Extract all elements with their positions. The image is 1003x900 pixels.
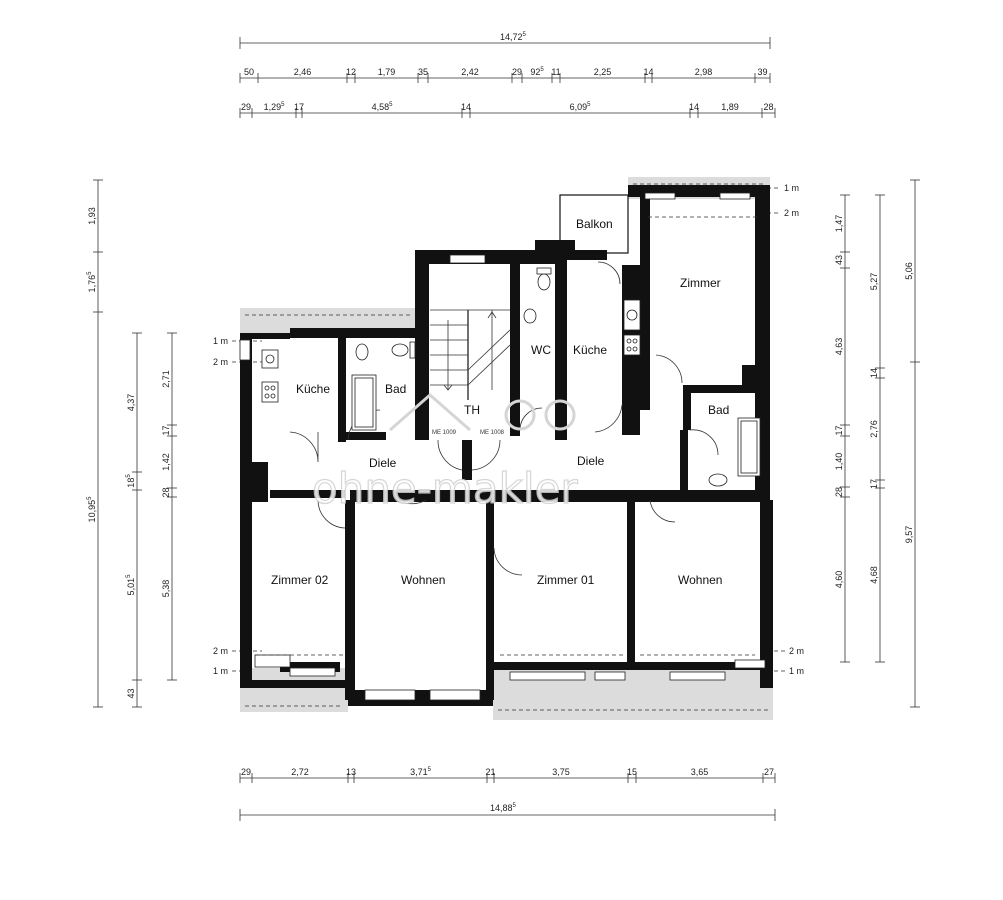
room-labels: Balkon Zimmer Küche Bad TH WC Küche Bad … bbox=[271, 217, 729, 587]
dimension-label: 5,27 bbox=[869, 273, 879, 291]
level-mark: 1 m bbox=[213, 666, 228, 676]
dimension-label: 2,98 bbox=[695, 67, 713, 77]
room-label-bad-left: Bad bbox=[385, 382, 406, 396]
dimension-label: 1,765 bbox=[87, 271, 97, 293]
dimension-label: 12 bbox=[346, 67, 356, 77]
dimension-label: 2,72 bbox=[291, 767, 309, 777]
dimension-label: 13 bbox=[346, 767, 356, 777]
dimension-label: 17 bbox=[834, 425, 844, 435]
room-label-wc: WC bbox=[531, 343, 551, 357]
dimension-label: 2,46 bbox=[294, 67, 312, 77]
room-label-bad-right: Bad bbox=[708, 403, 729, 417]
level-mark: 2 m bbox=[213, 646, 228, 656]
dimension-label: 43 bbox=[126, 688, 136, 698]
dimension-label: 2,25 bbox=[594, 67, 612, 77]
level-mark: 2 m bbox=[213, 357, 228, 367]
dimension-label: 2,71 bbox=[161, 370, 171, 388]
dimension-label: 29 bbox=[241, 767, 251, 777]
unit-label-me1009: ME 1009 bbox=[432, 430, 457, 436]
dimension-label: 5,06 bbox=[904, 262, 914, 280]
dimension-label: 1,79 bbox=[378, 67, 396, 77]
dimension-label: 1,89 bbox=[721, 102, 739, 112]
doors bbox=[289, 261, 719, 576]
dimension-label: 9,57 bbox=[904, 526, 914, 544]
dimension-label: 50 bbox=[244, 67, 254, 77]
staircase bbox=[430, 309, 511, 400]
left-dimension-chains: 1,93 1,765 10,955 4,37 185 5,015 43 2,71 17 1,4… bbox=[87, 179, 177, 708]
dimension-label: 4,68 bbox=[869, 566, 879, 584]
room-label-zimmer: Zimmer bbox=[680, 276, 721, 290]
dimension-label: 4,63 bbox=[834, 338, 844, 356]
dimension-label: 1,40 bbox=[834, 453, 844, 471]
dimension-label: 14 bbox=[869, 368, 879, 378]
dimension-label: 3,65 bbox=[691, 767, 709, 777]
dimension-label: 2,42 bbox=[461, 67, 479, 77]
dimension-label: 14 bbox=[643, 67, 653, 77]
room-label-kuche-left: Küche bbox=[296, 382, 330, 396]
room-label-wohnen-left: Wohnen bbox=[401, 573, 445, 587]
dimension-label: 14 bbox=[461, 102, 471, 112]
balcony bbox=[559, 194, 629, 254]
dimension-label: 28 bbox=[834, 487, 844, 497]
windows bbox=[239, 192, 766, 701]
dimension-label: 3,75 bbox=[552, 767, 570, 777]
dimension-label: 10,955 bbox=[87, 496, 97, 523]
dimension-label: 3,715 bbox=[410, 767, 432, 777]
dimension-label: 29 bbox=[512, 67, 522, 77]
watermark-text: ohne-makler bbox=[312, 464, 578, 513]
dimension-label: 21 bbox=[485, 767, 495, 777]
dimension-label: 2,76 bbox=[869, 420, 879, 438]
dimension-label: 4,37 bbox=[126, 394, 136, 412]
dimension-label: 1,295 bbox=[264, 102, 286, 112]
dimension-label: 15 bbox=[627, 767, 637, 777]
dimension-label: 39 bbox=[757, 67, 767, 77]
top-dimension-chains: 14,725 50 2,46 12 1,79 35 2,42 29 925 11 2,25 14 2,… bbox=[239, 32, 776, 118]
walls bbox=[240, 185, 773, 706]
dimension-label: 29 bbox=[241, 102, 251, 112]
dim-bottom-total: 14,885 bbox=[490, 803, 517, 813]
dimension-label: 1,93 bbox=[87, 207, 97, 225]
dimension-label: 35 bbox=[418, 67, 428, 77]
dimension-label: 4,585 bbox=[372, 102, 394, 112]
level-mark: 2 m bbox=[789, 646, 804, 656]
dimension-label: 17 bbox=[869, 479, 879, 489]
level-mark: 1 m bbox=[784, 183, 799, 193]
dimension-label: 28 bbox=[161, 487, 171, 497]
room-label-diele-right: Diele bbox=[577, 454, 605, 468]
dimension-label: 17 bbox=[161, 425, 171, 435]
dimension-label: 5,38 bbox=[161, 580, 171, 598]
room-label-balkon: Balkon bbox=[576, 217, 613, 231]
dimension-label: 17 bbox=[294, 102, 304, 112]
dimension-label: 1,47 bbox=[834, 215, 844, 233]
room-label-wohnen-right: Wohnen bbox=[678, 573, 722, 587]
room-label-diele-left: Diele bbox=[369, 456, 397, 470]
dimension-label: 11 bbox=[551, 67, 560, 77]
fixtures bbox=[261, 267, 761, 487]
dimension-label: 27 bbox=[764, 767, 774, 777]
dimension-label: 43 bbox=[834, 255, 844, 265]
dimension-label: 14 bbox=[689, 102, 699, 112]
dimension-label: 5,015 bbox=[126, 574, 136, 596]
room-label-zimmer02: Zimmer 02 bbox=[271, 573, 329, 587]
level-mark: 1 m bbox=[789, 666, 804, 676]
dimension-label: 28 bbox=[763, 102, 773, 112]
dimension-label: 185 bbox=[126, 474, 136, 488]
bottom-dimension-chains: 29 2,72 13 3,715 21 3,75 15 3,65 27 14,885 bbox=[239, 767, 776, 821]
dimension-label: 4,60 bbox=[834, 571, 844, 589]
dimension-label: 6,095 bbox=[570, 102, 592, 112]
dimension-label: 925 bbox=[530, 67, 544, 77]
room-label-th: TH bbox=[464, 403, 480, 417]
level-mark: 1 m bbox=[213, 336, 228, 346]
room-label-kuche-right: Küche bbox=[573, 343, 607, 357]
watermark: ohne-makler bbox=[311, 393, 579, 514]
level-mark: 2 m bbox=[784, 208, 799, 218]
dim-top-total: 14,725 bbox=[500, 32, 527, 42]
room-label-zimmer01: Zimmer 01 bbox=[537, 573, 595, 587]
unit-label-me1008: ME 1008 bbox=[480, 430, 505, 436]
dimension-label: 1,42 bbox=[161, 453, 171, 471]
